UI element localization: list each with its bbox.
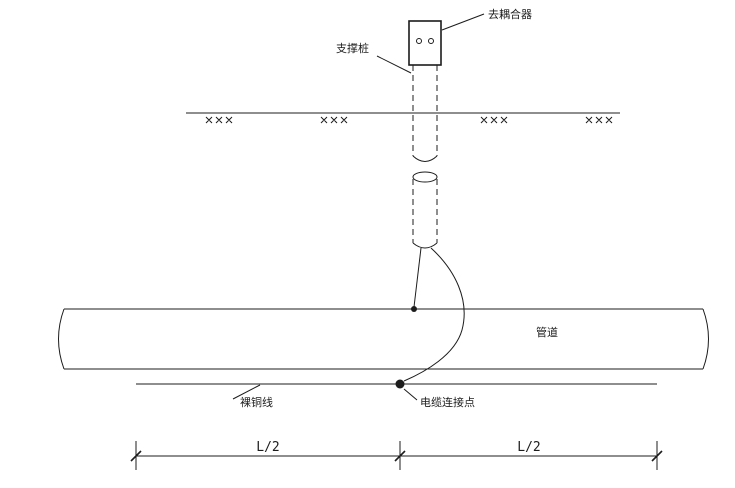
dim-tick-middle [394, 450, 406, 462]
copper-wire-label: 裸铜线 [240, 395, 273, 409]
connection-wires [403, 247, 465, 382]
soil-hatch-icon [585, 116, 613, 124]
bare-copper-wire: 裸铜线 [136, 383, 657, 409]
decoupler-outline [408, 20, 442, 66]
dimension-annotation: L/2 L/2 [130, 440, 663, 470]
decoupler-box [408, 20, 442, 66]
soil-hatch-icon [480, 116, 508, 124]
cable-connection-dot [395, 379, 405, 389]
pipeline: 管道 [58, 308, 709, 370]
decoupler-callout: 去耦合器 [441, 7, 532, 31]
decoupler-leader-line [441, 13, 485, 31]
soil-hatch-icon [320, 116, 348, 124]
support-pile-callout: 支撑桩 [336, 41, 412, 74]
soil-hatch-icon [205, 116, 233, 124]
pile-bottom-arc [412, 242, 438, 249]
cable-connection-leader-line [403, 388, 418, 401]
pipe-right-cap [702, 308, 709, 370]
dim-label-left: L/2 [256, 440, 279, 455]
cable-connection-point: 电缆连接点 [395, 379, 475, 409]
dim-tick-left [130, 450, 142, 462]
decoupler-terminal-right [428, 38, 434, 44]
support-pile [412, 65, 438, 249]
decoupler-terminal-left [416, 38, 422, 44]
cable-curve [403, 247, 465, 382]
dim-tick-right [651, 450, 663, 462]
soil-hatch-marks [205, 116, 613, 124]
support-pile-label: 支撑桩 [336, 41, 369, 55]
dim-label-right: L/2 [517, 440, 540, 455]
pipeline-label: 管道 [536, 325, 558, 339]
support-pile-leader-line [376, 55, 412, 74]
copper-wire-leader-line [232, 384, 261, 400]
cable-connection-label: 电缆连接点 [420, 396, 475, 409]
decoupler-label: 去耦合器 [488, 7, 532, 21]
ground-surface [186, 112, 620, 124]
pile-upper-break-arc [412, 155, 438, 162]
pipe-left-cap [58, 308, 65, 370]
pile-lower-break-ellipse [412, 171, 438, 183]
pile-to-pipe-wire [413, 247, 422, 308]
